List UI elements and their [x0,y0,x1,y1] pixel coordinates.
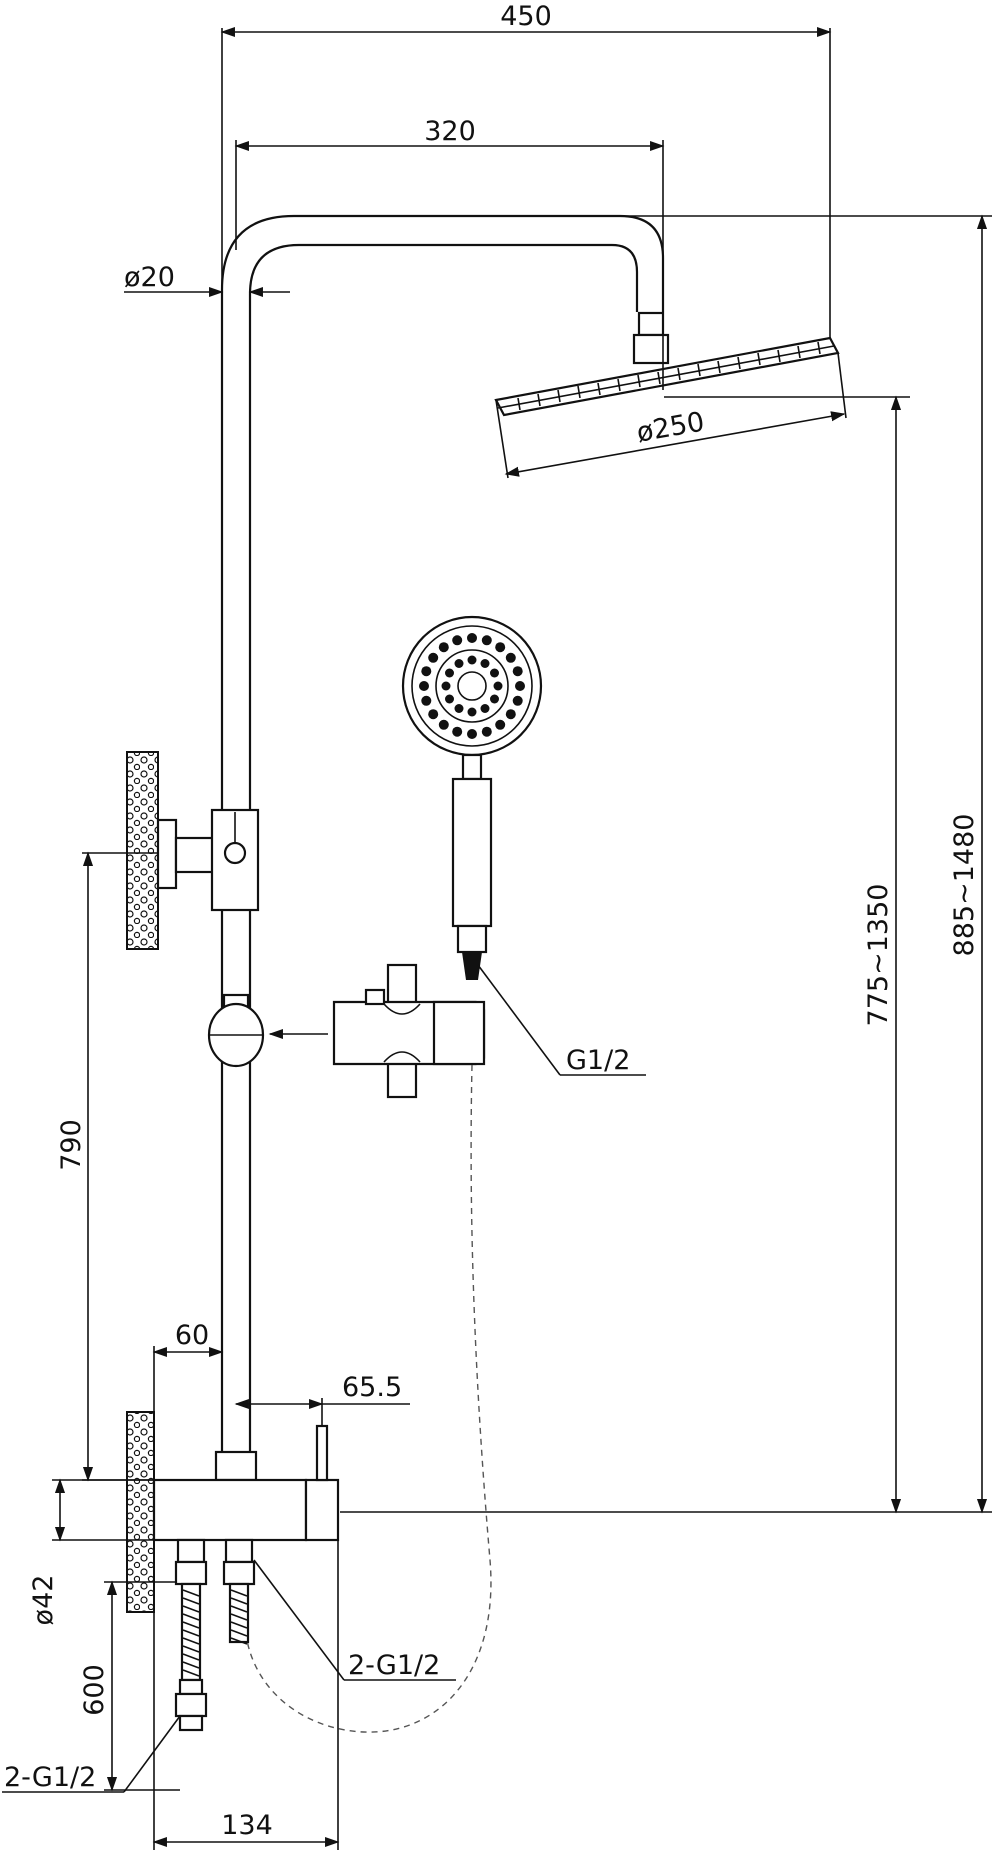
callout-supply-thread: 2-G1/2 [2,1715,181,1793]
label-total-height: 885~1480 [949,814,980,957]
label-slider-height: 790 [56,1119,87,1171]
label-head-diameter: ø250 [634,406,706,448]
dim-head-diameter: ø250 [495,352,847,479]
mixer-valve [152,1424,340,1564]
label-pipe-diameter: ø20 [124,262,175,293]
dim-mixer-width: 134 [152,1540,340,1850]
shower-hose [244,1064,492,1733]
dim-head-height: 775~1350 [664,395,910,1514]
label-head-arm-length: 320 [424,116,476,147]
dim-total-height: 885~1480 [340,214,992,1514]
label-overall-width: 450 [500,1,552,32]
upper-wall-bracket [156,808,260,912]
dim-overall-width: 450 [220,1,832,338]
dim-head-arm-length: 320 [234,116,665,390]
label-head-height: 775~1350 [863,884,894,1027]
label-hose-length: 600 [79,1664,110,1716]
supply-hoses [174,1560,256,1732]
label-handshower-thread: G1/2 [566,1045,630,1076]
hand-shower-holder [332,963,486,1099]
label-valve-diameter: ø42 [28,1575,59,1626]
overhead-shower-head [494,311,840,417]
lower-wall-section [126,1411,155,1613]
label-valve-offset: 65.5 [342,1372,402,1403]
label-wall-offset: 60 [175,1320,209,1351]
slider-knob [207,993,265,1068]
label-mixer-width: 134 [221,1810,273,1841]
riser-pipe [220,214,665,1460]
dim-hose-length: 600 [79,1580,180,1792]
upper-wall-section [126,751,159,950]
dim-valve-offset: 65.5 [234,1372,410,1426]
dim-valve-diameter: ø42 [28,1478,178,1626]
dim-pipe-diameter: ø20 [124,262,290,298]
callout-inlet-thread: 2-G1/2 [253,1559,456,1681]
callout-handshower-thread: G1/2 [477,964,646,1076]
label-inlet-thread: 2-G1/2 [348,1650,440,1681]
label-supply-thread: 2-G1/2 [4,1762,96,1793]
dim-wall-offset: 60 [152,1320,224,1452]
hand-shower [401,615,543,980]
